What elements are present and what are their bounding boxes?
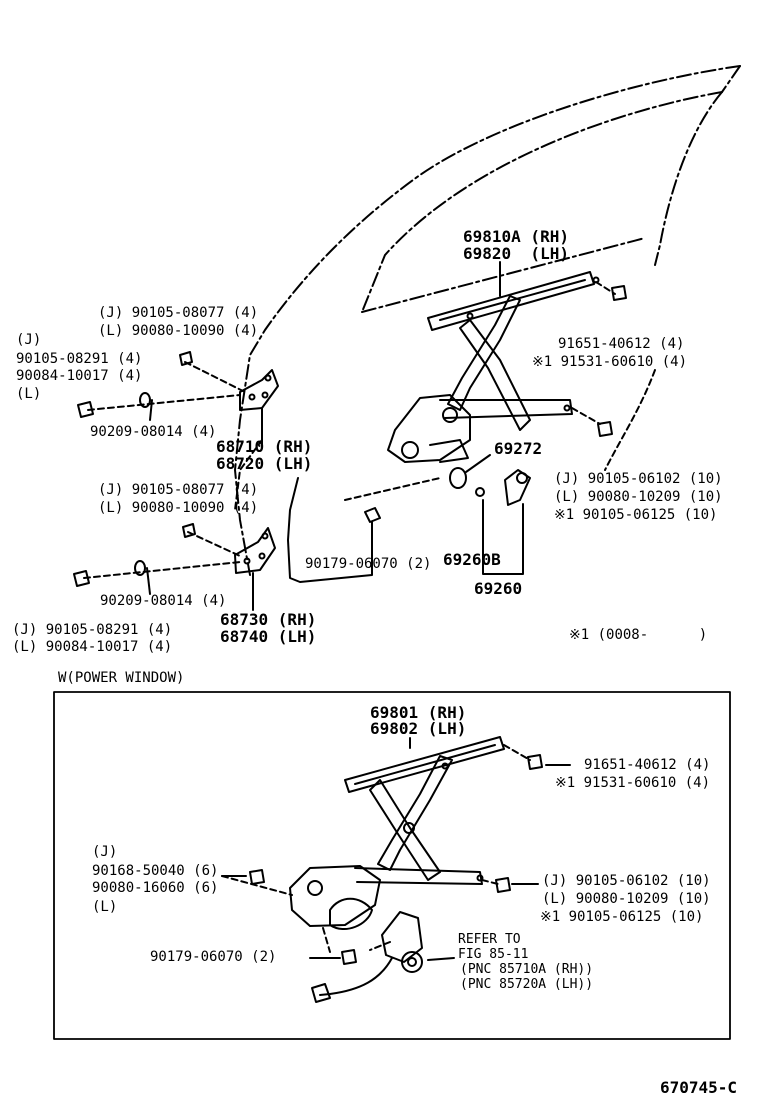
pw-refer-line-1: REFER TO [458, 932, 521, 947]
pw-refer-line-3: (PNC 85710A (RH)) [460, 962, 594, 977]
upper-left-bolt-label-l: (L) [16, 386, 42, 402]
lower-hinge [234, 527, 276, 601]
door-outline [234, 65, 741, 576]
pw-bolt-upper-label-2: ※1 91531-60610 (4) [555, 775, 711, 791]
upper-hinge-guides [87, 361, 263, 511]
upper-left-bolt-label-j: (J) [16, 332, 42, 348]
power-window-motor [311, 911, 423, 1003]
manual-regulator [387, 271, 600, 463]
regulator-bolt-label-j: (J) 90105-06102 (10) [554, 471, 723, 487]
lower-hinge-label-rh: 68730 (RH) [220, 610, 317, 629]
pad [449, 467, 467, 489]
lower-hinge-label-lh: 68740 (LH) [220, 627, 317, 646]
clip-label: 90179-06070 (2) [305, 556, 432, 572]
upper-washer-label: 90209-08014 (4) [90, 424, 217, 440]
glass-channel-label-lh: 69820 (LH) [463, 244, 569, 263]
pw-refer-line-2: FIG 85-11 [458, 947, 529, 962]
upper-hinge-bolt-label-j: (J) 90105-08077 (4) [98, 305, 259, 321]
power-window-bolts [249, 754, 543, 965]
lower-hinge-guides [83, 531, 241, 579]
upper-hinge-label-rh: 68710 (RH) [216, 437, 313, 456]
pad-label: 69272 [494, 439, 543, 458]
regulator-bolt-label-l: (L) 90080-10209 (10) [554, 489, 723, 505]
power-window-regulator [289, 736, 505, 930]
pw-left-bolt-label-1: 90168-50040 (6) [92, 863, 219, 879]
manual-regulator-guides [571, 281, 656, 471]
pw-right-bolt-label-3: ※1 90105-06125 (10) [540, 909, 704, 925]
pw-clip-label: 90179-06070 (2) [150, 949, 277, 965]
upper-leaders [146, 261, 501, 611]
regulator-bolt-label-3: ※1 90105-06125 (10) [554, 507, 718, 523]
handle-leader [482, 499, 524, 575]
upper-hinge-bolts [77, 351, 193, 418]
pw-refer-line-4: (PNC 85720A (LH)) [460, 977, 594, 992]
upper-hinge [239, 369, 279, 441]
power-window-section-title: W(POWER WINDOW) [58, 670, 185, 686]
pw-right-bolt-label-l: (L) 90080-10209 (10) [542, 891, 711, 907]
pw-bolt-upper-label-1: 91651-40612 (4) [584, 757, 711, 773]
power-window-frame [53, 691, 731, 1040]
handle-label: 69260 [474, 579, 523, 598]
figure-code: 670745-C [660, 1078, 738, 1097]
window-handle [475, 469, 531, 506]
pw-right-bolt-label-j: (J) 90105-06102 (10) [542, 873, 711, 889]
upper-left-bolt-label-2: 90084-10017 (4) [16, 368, 143, 384]
lower-left-bolt-label-l: (L) 90084-10017 (4) [12, 639, 173, 655]
pw-left-bolt-label-2: 90080-16060 (6) [92, 880, 219, 896]
power-window-guides [221, 744, 531, 953]
lower-hinge-bolts [73, 523, 196, 587]
upper-hinge-label-lh: 68720 (LH) [216, 454, 313, 473]
lower-hinge-bolt-label-l: (L) 90080-10090 (4) [98, 500, 259, 516]
clip-leader [287, 477, 373, 583]
power-window-leaders [221, 737, 571, 961]
pw-regulator-label-rh: 69801 (RH) [370, 703, 467, 722]
upper-left-bolt-label-1: 90105-08291 (4) [16, 351, 143, 367]
footnote: ※1 (0008- ) [569, 627, 708, 643]
channel-bolt-label-1: 91651-40612 (4) [558, 336, 685, 352]
manual-regulator-bolts [597, 285, 627, 437]
channel-bolt-label-2: ※1 91531-60610 (4) [532, 354, 688, 370]
glass-channel-label-rh: 69810A (RH) [463, 227, 569, 246]
pw-left-bolt-label-l: (L) [92, 899, 118, 915]
lower-washer-label: 90209-08014 (4) [100, 593, 227, 609]
clip [364, 507, 381, 523]
handle-part-label: 69260B [443, 550, 501, 569]
pw-regulator-label-lh: 69802 (LH) [370, 719, 467, 738]
pw-left-bolt-label-j: (J) [92, 844, 118, 860]
lower-hinge-bolt-label-j: (J) 90105-08077 (4) [98, 482, 259, 498]
lower-left-bolt-label-j: (J) 90105-08291 (4) [12, 622, 173, 638]
upper-hinge-bolt-label-l: (L) 90080-10090 (4) [98, 323, 259, 339]
clip-guide [344, 477, 441, 501]
